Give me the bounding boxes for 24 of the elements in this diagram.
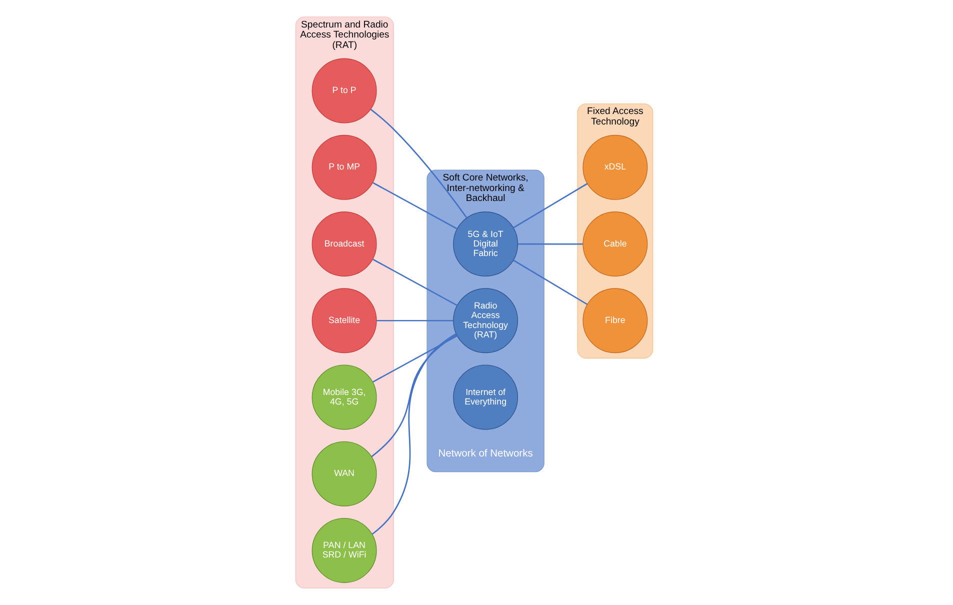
connector <box>512 183 588 228</box>
node-circle: xDSL <box>582 134 648 200</box>
node-circle: Radio Access Technology (RAT) <box>452 288 518 354</box>
connector <box>372 182 458 230</box>
node-circle: Cable <box>582 212 648 276</box>
node-circle: Fibre <box>582 288 648 354</box>
node-circle: P to P <box>311 58 376 124</box>
connector <box>372 258 458 306</box>
connector <box>372 335 458 383</box>
node-circle: PAN / LAN SRD / WiFi <box>311 518 376 583</box>
node-circle: P to MP <box>311 134 376 200</box>
node-circle: Broadcast <box>311 212 376 276</box>
node-circle: 5G & IoT Digital Fabric <box>452 212 518 276</box>
node-circle: Mobile 3G, 4G, 5G <box>311 364 376 430</box>
connector <box>517 243 582 245</box>
connector <box>371 333 456 535</box>
node-circle: Satellite <box>311 288 376 354</box>
connector <box>370 108 467 218</box>
connector <box>376 320 453 322</box>
node-circle: WAN <box>311 441 376 506</box>
label: Network of Networks <box>438 448 532 460</box>
connector <box>512 260 588 305</box>
connector <box>370 334 456 458</box>
node-circle: Internet of Everything <box>452 364 518 430</box>
